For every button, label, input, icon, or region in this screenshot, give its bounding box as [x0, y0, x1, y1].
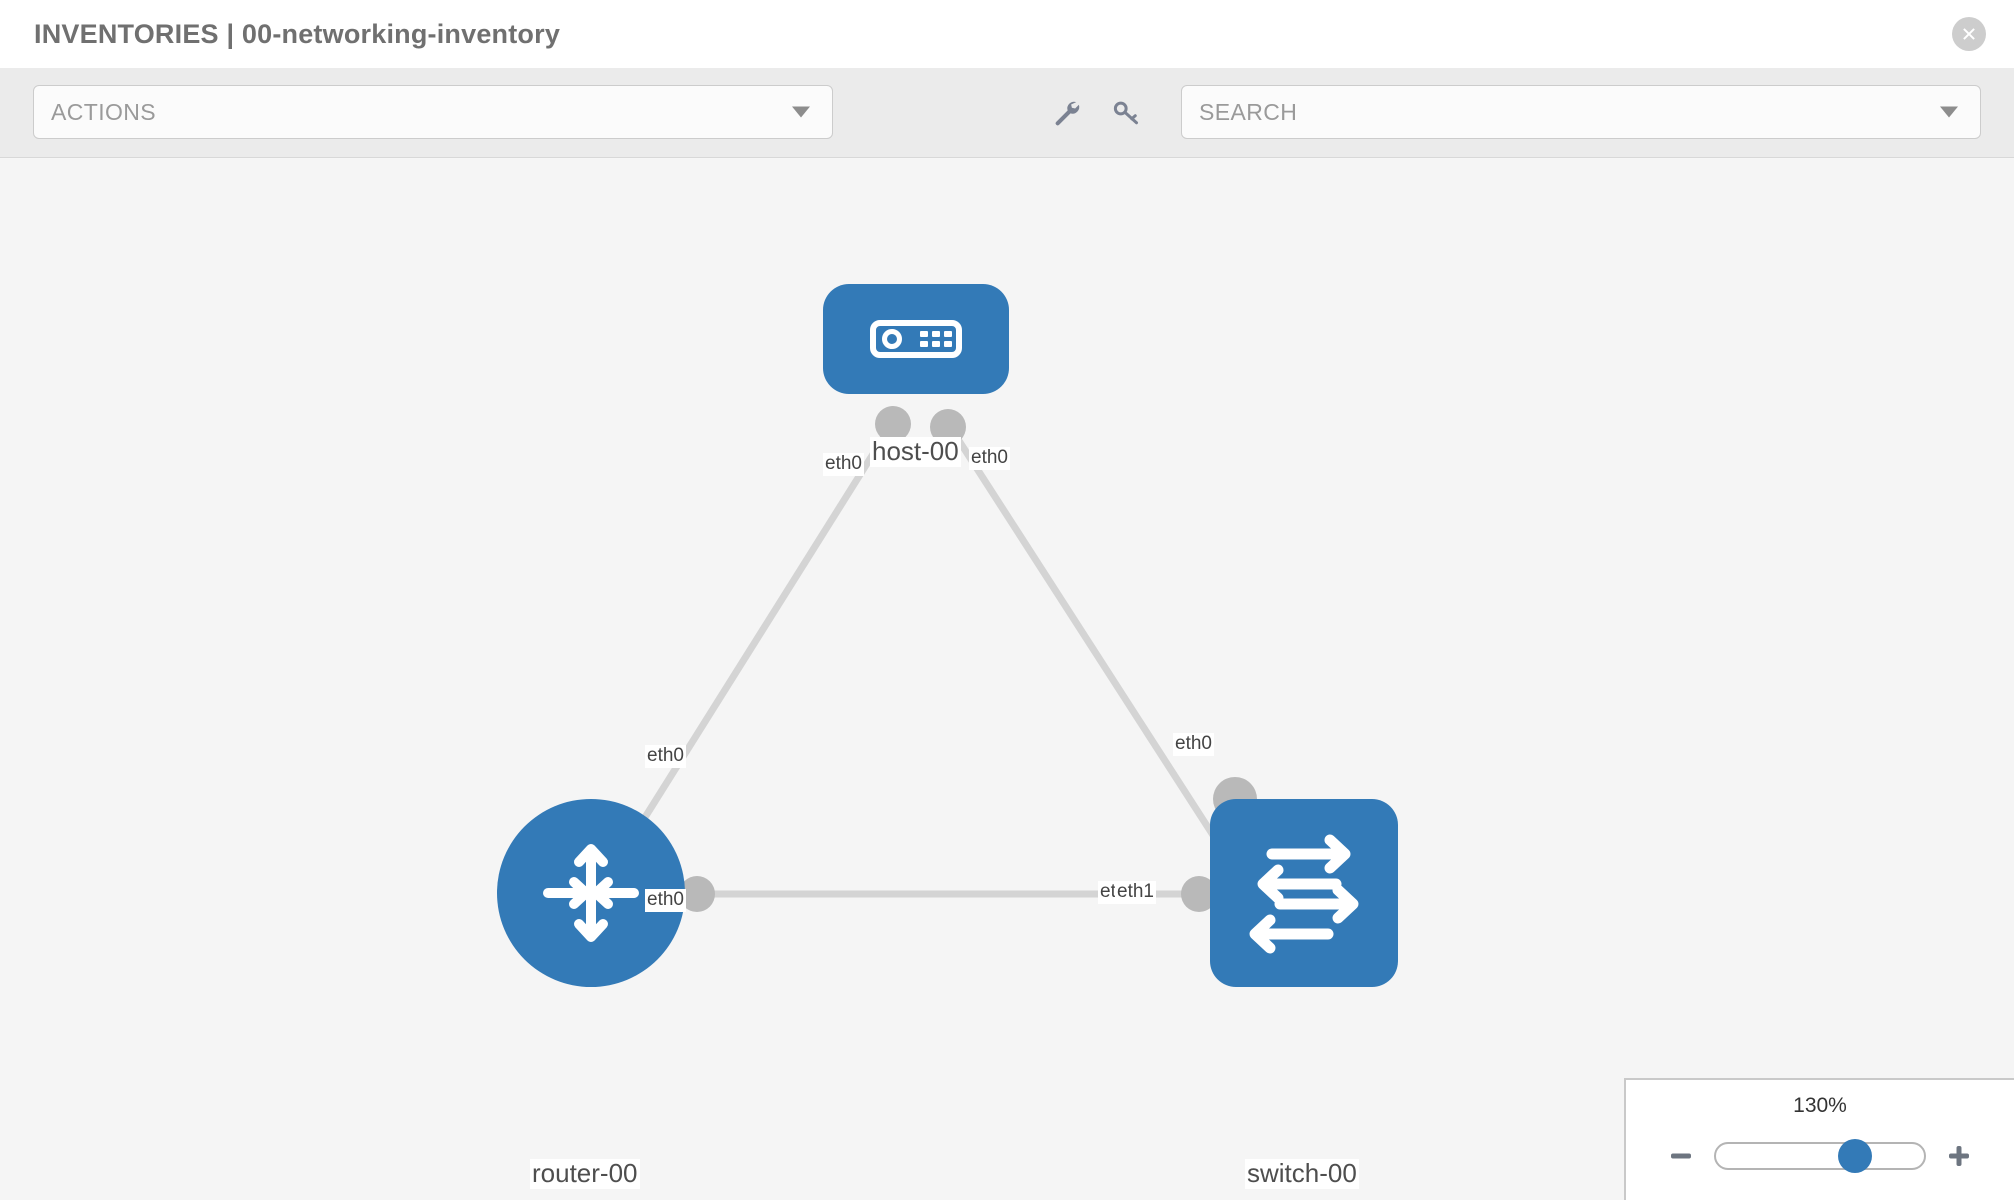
switch-arrows-icon: [1249, 834, 1359, 954]
interface-label-host-left: eth0: [823, 453, 864, 476]
edge-host-router: [597, 417, 898, 891]
interface-label-router-up: eth0: [645, 745, 686, 768]
node-label-switch: switch-00: [1245, 1158, 1359, 1189]
chevron-down-icon[interactable]: [1940, 106, 1958, 118]
server-icon: [870, 320, 962, 358]
page-header: INVENTORIES | 00-networking-inventory: [0, 0, 2014, 68]
interface-label-switch-up: eth0: [1173, 733, 1214, 756]
router-arrows-icon: [543, 844, 639, 942]
key-icon[interactable]: [1104, 91, 1148, 135]
search-placeholder: SEARCH: [1199, 98, 1298, 125]
toolbar: ACTIONS SEARCH: [0, 68, 2014, 158]
edge-lines: [597, 417, 1241, 898]
zoom-slider-thumb[interactable]: [1838, 1139, 1873, 1173]
node-label-host: host-00: [870, 436, 961, 467]
interface-label-switch-left-b: eth1: [1115, 881, 1156, 904]
search-input[interactable]: SEARCH: [1181, 85, 1981, 139]
edge-host-switch: [942, 417, 1241, 876]
zoom-control-panel: 130%: [1624, 1078, 2014, 1200]
node-switch-00[interactable]: [1210, 799, 1398, 987]
zoom-level-value: 130%: [1793, 1094, 1847, 1117]
interface-label-host-right: eth0: [969, 447, 1010, 470]
topology-canvas[interactable]: host-00 eth0 eth0: [0, 159, 2014, 1200]
plus-icon[interactable]: [1942, 1139, 1976, 1173]
connector-host-left: [875, 406, 911, 442]
interface-label-router-right: eth0: [645, 889, 686, 912]
connector-switch-left: [1181, 876, 1217, 912]
page-title: INVENTORIES | 00-networking-inventory: [34, 18, 561, 49]
actions-dropdown[interactable]: ACTIONS: [33, 85, 833, 139]
node-label-router: router-00: [530, 1158, 640, 1189]
zoom-slider-row: [1626, 1134, 2014, 1178]
edge-connectors: [679, 406, 1257, 912]
minus-icon[interactable]: [1664, 1139, 1698, 1173]
host-node-shape[interactable]: [823, 284, 1009, 394]
close-icon[interactable]: [1952, 17, 1986, 51]
actions-dropdown-label: ACTIONS: [51, 98, 157, 125]
zoom-slider[interactable]: [1714, 1139, 1926, 1173]
connector-host-right: [930, 409, 966, 445]
switch-node-shape[interactable]: [1210, 799, 1398, 987]
node-host-00[interactable]: [823, 284, 1009, 394]
connector-router-right: [679, 876, 715, 912]
wrench-icon[interactable]: [1044, 91, 1088, 135]
chevron-down-icon: [792, 106, 810, 118]
